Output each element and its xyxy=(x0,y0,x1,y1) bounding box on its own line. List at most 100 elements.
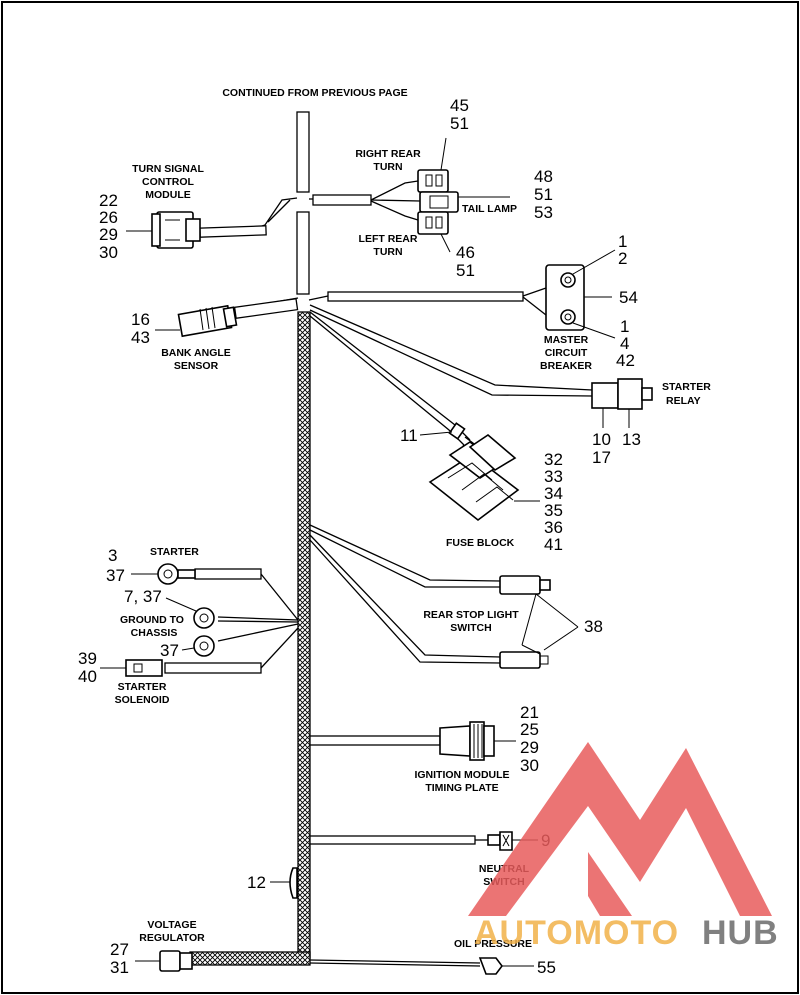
callout-turn-3: 29 xyxy=(99,225,118,244)
turn-signal-branch xyxy=(199,197,298,238)
callout-solenoid-1: 39 xyxy=(78,649,97,668)
oil-pressure-switch xyxy=(478,957,503,975)
bank-angle-sensor xyxy=(177,304,238,338)
relay-label-1: STARTER xyxy=(662,381,711,393)
callout-turn-2: 26 xyxy=(99,208,118,227)
callout-turn-1: 22 xyxy=(99,191,118,210)
stop-light-switch-upper xyxy=(499,575,551,595)
breaker-branch xyxy=(308,287,547,316)
breaker-label-2: CIRCUIT xyxy=(545,347,588,359)
ignition-label-1: IGNITION MODULE xyxy=(414,769,509,781)
callout-turn-4: 30 xyxy=(99,243,118,262)
callout-stop-light: 38 xyxy=(584,617,603,636)
left-rear-turn-label-1: LEFT REAR xyxy=(359,233,418,245)
fuse-block-branch xyxy=(309,311,499,473)
callout-ground-bottom: 37 xyxy=(160,641,179,660)
callout-relay-1: 10 xyxy=(592,430,611,449)
automotohub-logo: AUTOMOTO HUB xyxy=(468,742,779,952)
callout-right-rear-1: 45 xyxy=(450,96,469,115)
callout-breaker-bottom-1: 1 xyxy=(620,317,629,336)
starter-relay xyxy=(591,378,653,410)
starter-terminal xyxy=(157,563,196,585)
starter-solenoid-connector xyxy=(125,659,163,677)
fuse-block xyxy=(428,433,520,522)
tail-lamp-label: TAIL LAMP xyxy=(462,203,517,215)
callout-breaker-bottom-3: 42 xyxy=(616,351,635,370)
callout-starter-1: 3 xyxy=(108,546,117,565)
neutral-switch xyxy=(487,831,513,851)
callout-fuse-2: 33 xyxy=(544,467,563,486)
callout-tail-3: 53 xyxy=(534,203,553,222)
stop-light-label-1: REAR STOP LIGHT xyxy=(423,609,519,621)
solenoid-label-1: STARTER xyxy=(118,681,167,693)
callout-left-rear-2: 51 xyxy=(456,261,475,280)
harness-clip xyxy=(289,867,298,899)
ignition-branch xyxy=(309,735,441,746)
continued-label: CONTINUED FROM PREVIOUS PAGE xyxy=(222,87,407,99)
master-circuit-breaker xyxy=(545,264,585,331)
callout-tail-1: 48 xyxy=(534,167,553,186)
oil-pressure-label: OIL PRESSURE xyxy=(454,938,532,950)
logo-text-a: AUTOMOTO xyxy=(474,914,679,952)
solenoid-label-2: SOLENOID xyxy=(115,694,170,706)
bank-angle-label-1: BANK ANGLE xyxy=(161,347,231,359)
callout-starter-2: 37 xyxy=(106,566,125,585)
callout-right-rear-2: 51 xyxy=(450,114,469,133)
left-rear-turn-connector xyxy=(417,211,449,235)
callout-relay-3: 13 xyxy=(622,430,641,449)
callout-fuse-6: 41 xyxy=(544,535,563,554)
oil-pressure-branch xyxy=(309,959,481,967)
stop-light-branch xyxy=(309,524,501,664)
right-rear-turn-connector xyxy=(417,169,449,193)
turn-signal-module xyxy=(151,211,201,249)
ground-label-1: GROUND TO xyxy=(120,614,184,626)
callout-oil-pressure: 55 xyxy=(537,958,556,977)
starter-label: STARTER xyxy=(150,546,199,558)
callout-bank-1: 16 xyxy=(131,310,150,329)
callout-tail-2: 51 xyxy=(534,185,553,204)
turn-signal-label-2: CONTROL xyxy=(142,176,194,188)
callout-ground-top: 7, 37 xyxy=(124,587,162,606)
regulator-label-1: VOLTAGE xyxy=(147,919,196,931)
callout-fuse-clip: 11 xyxy=(400,426,418,445)
tail-lamp-connector xyxy=(419,191,459,213)
ignition-module xyxy=(439,721,495,761)
left-wires xyxy=(164,568,299,674)
fuse-block-label: FUSE BLOCK xyxy=(446,537,515,549)
tail-lamp-branch xyxy=(309,180,421,221)
voltage-regulator xyxy=(159,950,193,972)
regulator-label-2: REGULATOR xyxy=(139,932,205,944)
ignition-label-2: TIMING PLATE xyxy=(425,782,498,794)
callout-fuse-1: 32 xyxy=(544,450,563,469)
stop-light-switch-lower xyxy=(499,651,549,669)
bank-angle-label-2: SENSOR xyxy=(174,360,219,372)
callout-regulator-2: 31 xyxy=(110,958,129,977)
callout-breaker-top-2: 2 xyxy=(618,249,627,268)
callout-ignition-3: 29 xyxy=(520,738,539,757)
main-trunk xyxy=(189,111,311,966)
callout-clip: 12 xyxy=(247,873,266,892)
right-rear-turn-label-2: TURN xyxy=(373,161,402,173)
callout-solenoid-2: 40 xyxy=(78,667,97,686)
logo-text-b: HUB xyxy=(702,914,779,952)
callout-bank-2: 43 xyxy=(131,328,150,347)
stop-light-label-2: SWITCH xyxy=(450,622,491,634)
relay-label-2: RELAY xyxy=(666,395,701,407)
relay-branch xyxy=(309,304,593,397)
left-rear-turn-label-2: TURN xyxy=(373,246,402,258)
bank-angle-branch xyxy=(233,297,299,319)
ground-terminal-bottom xyxy=(193,635,215,657)
callout-fuse-3: 34 xyxy=(544,484,563,503)
breaker-label-1: MASTER xyxy=(544,334,589,346)
breaker-label-3: BREAKER xyxy=(540,360,592,372)
turn-signal-label-1: TURN SIGNAL xyxy=(132,163,204,175)
callout-left-rear-1: 46 xyxy=(456,243,475,262)
turn-signal-label-3: MODULE xyxy=(145,189,191,201)
callout-breaker-bottom-2: 4 xyxy=(620,334,629,353)
callout-ignition-1: 21 xyxy=(520,703,539,722)
callout-regulator-1: 27 xyxy=(110,940,129,959)
callout-relay-2: 17 xyxy=(592,448,611,467)
callout-breaker-side: 54 xyxy=(619,288,638,307)
